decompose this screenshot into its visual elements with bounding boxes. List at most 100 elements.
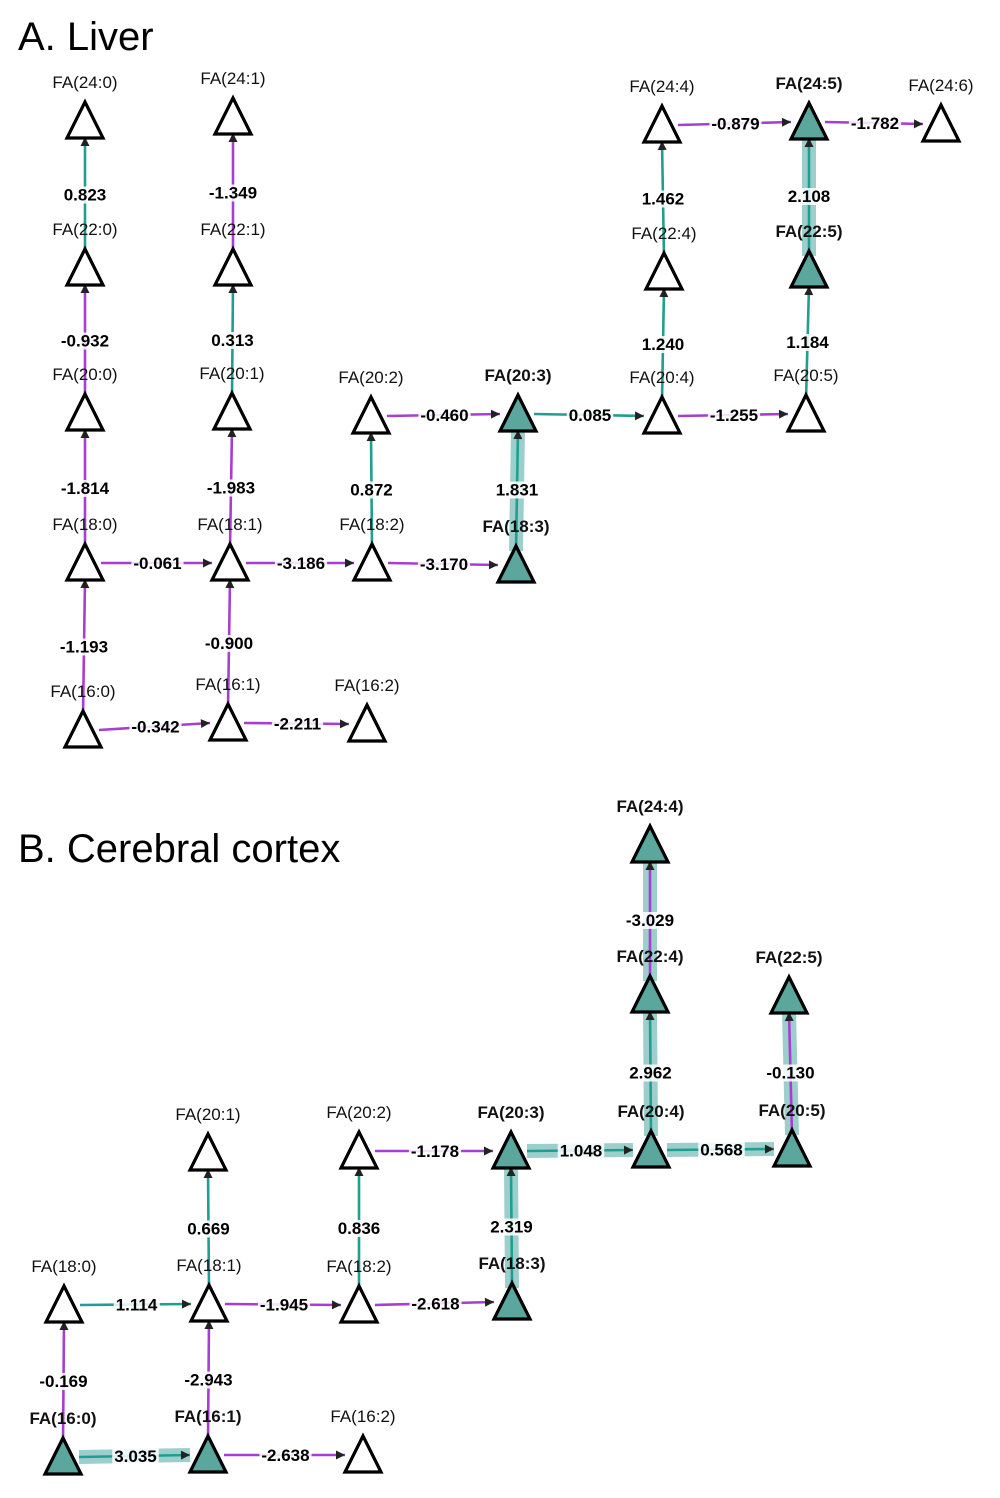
arrow-head-icon (645, 1011, 655, 1021)
edge-value-label: -1.782 (851, 114, 899, 133)
edge-label-backing (698, 1141, 745, 1159)
panel-title-cortex: B. Cerebral cortex (18, 827, 340, 871)
edge-label-backing (112, 1448, 159, 1465)
arrow-head-icon (181, 1299, 191, 1309)
edge-label-backing (409, 1295, 462, 1313)
arrow-head-icon (336, 1450, 345, 1460)
triangle-node-icon (629, 822, 671, 864)
triangle-node-icon (64, 245, 106, 287)
edge-value-label: -1.814 (61, 479, 110, 498)
triangle-node-icon (212, 245, 254, 287)
triangle-node-icon (338, 1128, 380, 1170)
edge-label-backing (785, 188, 833, 205)
arrow-head-icon (506, 1167, 516, 1177)
node-label: FA(20:4) (617, 1102, 684, 1121)
edge-value-label: 0.669 (187, 1220, 230, 1239)
edge-value-label: -0.061 (133, 554, 181, 573)
arrow-head-icon (634, 411, 644, 421)
edge-label-backing (408, 1143, 462, 1160)
node-label: FA(20:1) (175, 1105, 240, 1124)
edge-value-label: 0.568 (700, 1141, 743, 1160)
arrow-head-icon (345, 558, 354, 568)
arrow-head-icon (203, 1169, 213, 1179)
node-label: FA(16:0) (29, 1409, 96, 1428)
arrow-head-icon (804, 138, 814, 147)
edge-label-backing (488, 1218, 535, 1236)
node-label: FA(18:3) (482, 517, 549, 536)
triangle-node-icon (768, 973, 810, 1015)
edge-value-label: -0.879 (711, 115, 759, 134)
edge-label-backing (639, 190, 687, 208)
edge-value-label: -2.618 (411, 1295, 459, 1314)
triangle-node-icon (342, 1432, 384, 1474)
triangle-node-icon (497, 391, 539, 433)
triangle-node-icon (641, 102, 683, 144)
edge-label-backing (709, 115, 762, 133)
arrow-head-icon (913, 119, 923, 129)
edge-value-label: -1.178 (411, 1142, 459, 1161)
node-label: FA(20:5) (773, 366, 838, 385)
arrow-head-icon (339, 719, 349, 729)
edge-label-backing (209, 332, 256, 349)
triangle-node-icon (62, 707, 104, 749)
arrow-head-icon (354, 1167, 364, 1176)
arrow-head-icon (784, 1012, 794, 1022)
arrow-head-icon (513, 430, 523, 440)
triangle-node-icon (785, 391, 827, 433)
arrow-head-icon (204, 1320, 214, 1330)
node-label: FA(24:1) (200, 69, 265, 88)
edge-value-label: -0.460 (420, 406, 468, 425)
triangle-node-icon (338, 1282, 380, 1324)
edge-value-label: 0.872 (350, 481, 393, 500)
edge-value-label: 0.836 (338, 1219, 381, 1238)
triangle-node-icon (209, 540, 251, 582)
triangle-node-icon (771, 1126, 813, 1168)
edge-value-label: -1.255 (710, 406, 758, 425)
triangle-node-icon (64, 98, 106, 140)
edge-label-backing (131, 555, 184, 572)
edge-label-backing (707, 407, 761, 424)
edge-label-backing (566, 407, 614, 424)
node-label: FA(24:5) (775, 74, 842, 93)
triangle-node-icon (187, 1130, 229, 1172)
arrow-head-icon (225, 579, 235, 589)
arrow-head-icon (484, 1297, 494, 1307)
edge-label-backing (623, 912, 677, 929)
node-label: FA(16:1) (174, 1407, 241, 1426)
arrow-head-icon (657, 141, 667, 151)
node-label: FA(22:1) (200, 220, 265, 239)
edge-value-label: 2.108 (788, 187, 831, 206)
arrow-head-icon (764, 1144, 774, 1154)
triangle-node-icon (207, 700, 249, 742)
arrow-head-icon (80, 429, 90, 438)
node-label: FA(16:2) (334, 676, 399, 695)
node-label: FA(22:5) (775, 222, 842, 241)
edge-label-backing (204, 479, 258, 497)
arrow-head-icon (80, 579, 90, 589)
arrow-head-icon (645, 861, 655, 870)
edge-value-label: 1.114 (116, 1296, 158, 1315)
node-label: FA(22:0) (52, 220, 117, 239)
edge-label-backing (493, 481, 541, 499)
edge-value-label: -1.349 (209, 184, 257, 203)
triangle-node-icon (42, 1434, 84, 1476)
arrow-head-icon (366, 432, 376, 442)
edge-value-label: -1.193 (60, 638, 108, 657)
edge-value-label: -2.211 (274, 715, 321, 734)
edge-label-backing (185, 1220, 232, 1238)
edge-label-backing (627, 1064, 674, 1082)
arrow-head-icon (778, 409, 788, 419)
node-label: FA(22:4) (616, 947, 683, 966)
triangle-node-icon (64, 540, 106, 582)
edge-label-backing (202, 635, 256, 652)
triangle-node-icon (64, 390, 106, 432)
edge-value-label: -1.945 (260, 1296, 308, 1315)
node-label: FA(16:0) (50, 682, 115, 701)
arrow-head-icon (804, 286, 814, 296)
triangle-node-icon (788, 247, 830, 289)
node-label: FA(18:1) (176, 1256, 241, 1275)
edge-label-backing (784, 334, 832, 351)
edge-label-backing (417, 556, 471, 573)
triangle-node-icon (641, 393, 683, 435)
